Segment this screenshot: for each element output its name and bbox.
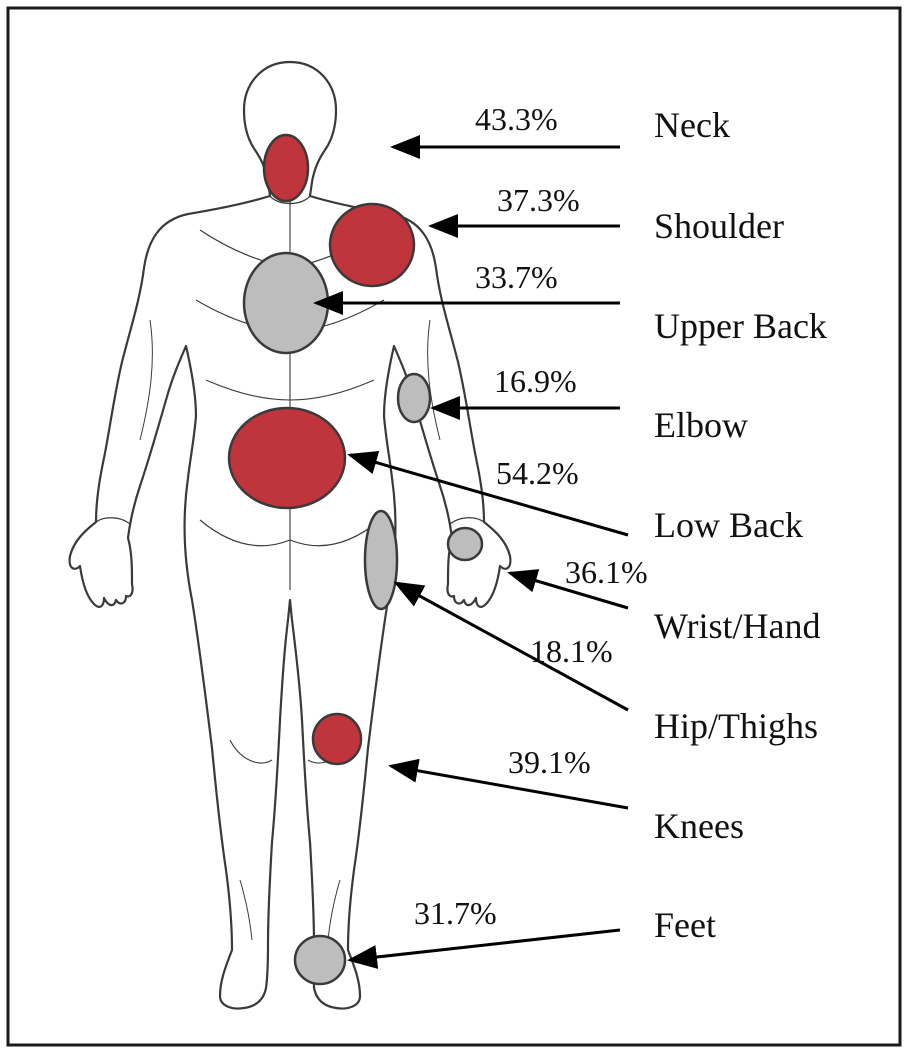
percent-hip-thighs: 18.1% — [530, 633, 613, 669]
label-hip-thighs: Hip/Thighs — [654, 706, 818, 746]
label-feet: Feet — [654, 905, 716, 945]
region-marker-low-back — [229, 408, 345, 508]
region-marker-shoulder — [330, 204, 414, 286]
percent-wrist-hand: 36.1% — [565, 554, 648, 590]
label-shoulder: Shoulder — [654, 206, 784, 246]
label-upper-back: Upper Back — [654, 306, 827, 346]
label-elbow: Elbow — [654, 405, 748, 445]
region-marker-elbow — [398, 374, 430, 422]
region-marker-upper-back — [244, 253, 328, 353]
region-marker-feet — [295, 936, 345, 984]
percent-shoulder: 37.3% — [497, 182, 580, 218]
region-marker-hip-thighs — [365, 511, 397, 609]
percent-knees: 39.1% — [508, 744, 591, 780]
percent-feet: 31.7% — [414, 895, 497, 931]
label-wrist-hand: Wrist/Hand — [654, 606, 821, 646]
label-low-back: Low Back — [654, 505, 803, 545]
label-neck: Neck — [654, 105, 730, 145]
region-marker-wrist-hand — [448, 528, 482, 560]
label-knees: Knees — [654, 806, 744, 846]
region-marker-neck — [264, 135, 308, 201]
percent-low-back: 54.2% — [496, 455, 579, 491]
percent-neck: 43.3% — [475, 101, 558, 137]
region-marker-knees — [313, 714, 361, 764]
percent-elbow: 16.9% — [494, 363, 577, 399]
percent-upper-back: 33.7% — [475, 259, 558, 295]
